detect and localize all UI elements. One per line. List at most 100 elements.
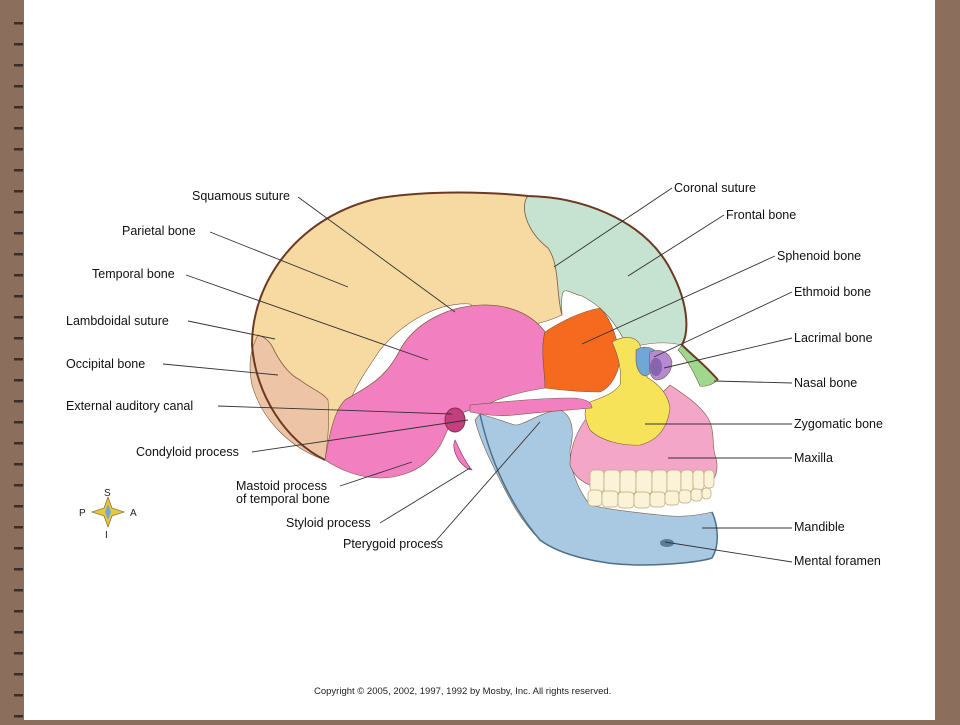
leader-line	[251, 419, 469, 453]
binder-ring-mark	[14, 442, 23, 445]
jaw-outline	[479, 413, 718, 566]
leader-line	[653, 291, 793, 358]
binder-ring-mark	[14, 169, 23, 172]
binder-ring-mark	[14, 568, 23, 571]
tooth	[635, 469, 653, 495]
label-ethmoid-bone: Ethmoid bone	[794, 285, 871, 299]
leader-line	[433, 421, 541, 544]
tooth	[589, 469, 605, 493]
leader-line	[217, 405, 453, 415]
compass-star-center	[105, 504, 111, 520]
leader-line	[713, 380, 793, 384]
copyright-notice: Copyright © 2005, 2002, 1997, 1992 by Mo…	[314, 686, 611, 697]
tooth	[692, 469, 705, 491]
leader-line	[185, 274, 429, 361]
binder-spine	[0, 0, 26, 720]
tooth	[680, 469, 694, 493]
coronal-suture-line	[524, 195, 563, 316]
binder-ring-mark	[14, 673, 23, 676]
binder-ring-mark	[14, 232, 23, 235]
binder-ring-mark	[14, 652, 23, 655]
tooth	[651, 469, 668, 495]
tooth	[664, 490, 680, 506]
binder-ring-mark	[14, 526, 23, 529]
binder-ring-mark	[14, 358, 23, 361]
external-auditory-canal-opening	[444, 407, 466, 433]
leader-line	[663, 337, 793, 369]
label-pterygoid-process: Pterygoid process	[343, 537, 443, 551]
binder-ring-mark	[14, 505, 23, 508]
binder-ring-mark	[14, 64, 23, 67]
leader-line	[339, 461, 413, 487]
tooth	[633, 491, 651, 509]
tooth	[617, 491, 635, 509]
binder-ring-mark	[14, 127, 23, 130]
nasal-bone-region	[677, 344, 719, 387]
squamous-suture-line	[344, 304, 546, 401]
tooth	[619, 469, 637, 495]
binder-ring-mark	[14, 463, 23, 466]
tooth	[649, 491, 666, 508]
tooth	[703, 469, 715, 489]
tooth	[587, 489, 603, 507]
label-maxilla: Maxilla	[794, 451, 833, 465]
leader-line	[664, 541, 793, 563]
zygomatic-arch	[469, 397, 593, 416]
leader-line	[627, 214, 725, 277]
binder-ring-mark	[14, 316, 23, 319]
label-temporal-bone: Temporal bone	[92, 267, 175, 281]
binder-ring-mark	[14, 631, 23, 634]
binder-ring-mark	[14, 547, 23, 550]
label-lambdoidal-suture: Lambdoidal suture	[66, 314, 169, 328]
binder-ring-mark	[14, 694, 23, 697]
binder-ring-mark	[14, 43, 23, 46]
mental-foramen-opening	[660, 539, 674, 547]
skull-outline	[250, 191, 719, 461]
tooth	[666, 469, 682, 495]
label-external-auditory-canal: External auditory canal	[66, 399, 193, 413]
leader-line	[553, 187, 673, 268]
binder-ring-mark	[14, 253, 23, 256]
binder-ring-mark	[14, 148, 23, 151]
binder-ring-marks	[14, 22, 23, 718]
lambdoidal-suture-line	[257, 334, 329, 401]
label-sphenoid-bone: Sphenoid bone	[777, 249, 861, 263]
tooth	[701, 487, 712, 500]
label-condyloid-process: Condyloid process	[136, 445, 239, 459]
teeth	[587, 469, 715, 509]
label-mental-foramen: Mental foramen	[794, 554, 881, 568]
orbit-opening	[650, 358, 662, 376]
label-squamous-suture: Squamous suture	[192, 189, 290, 203]
leader-line	[187, 320, 276, 340]
leader-line	[162, 363, 279, 376]
styloid-process-shape	[453, 439, 473, 471]
binder-ring-mark	[14, 610, 23, 613]
binder-ring-mark	[14, 589, 23, 592]
compass-posterior: P	[79, 508, 86, 519]
binder-ring-mark	[14, 379, 23, 382]
binder-ring-mark	[14, 337, 23, 340]
label-styloid-process: Styloid process	[286, 516, 371, 530]
label-coronal-suture: Coronal suture	[674, 181, 756, 195]
label-nasal-bone: Nasal bone	[794, 376, 857, 390]
label-parietal-bone: Parietal bone	[122, 224, 196, 238]
binder-ring-mark	[14, 274, 23, 277]
tooth	[690, 488, 703, 502]
binder-ring-mark	[14, 85, 23, 88]
tooth	[603, 469, 621, 495]
leader-line	[379, 467, 471, 524]
binder-ring-mark	[14, 295, 23, 298]
label-occipital-bone: Occipital bone	[66, 357, 145, 371]
binder-ring-mark	[14, 715, 23, 718]
label-mandible: Mandible	[794, 520, 845, 534]
label-zygomatic-bone: Zygomatic bone	[794, 417, 883, 431]
sphenoid-bone-region	[542, 307, 621, 393]
binder-ring-mark	[14, 211, 23, 214]
label-frontal-bone: Frontal bone	[726, 208, 796, 222]
leader-line	[209, 231, 349, 288]
leader-line	[581, 255, 776, 345]
binder-ring-mark	[14, 421, 23, 424]
label-mastoid-process-line1: Mastoid process	[236, 479, 327, 493]
tooth	[678, 489, 692, 504]
